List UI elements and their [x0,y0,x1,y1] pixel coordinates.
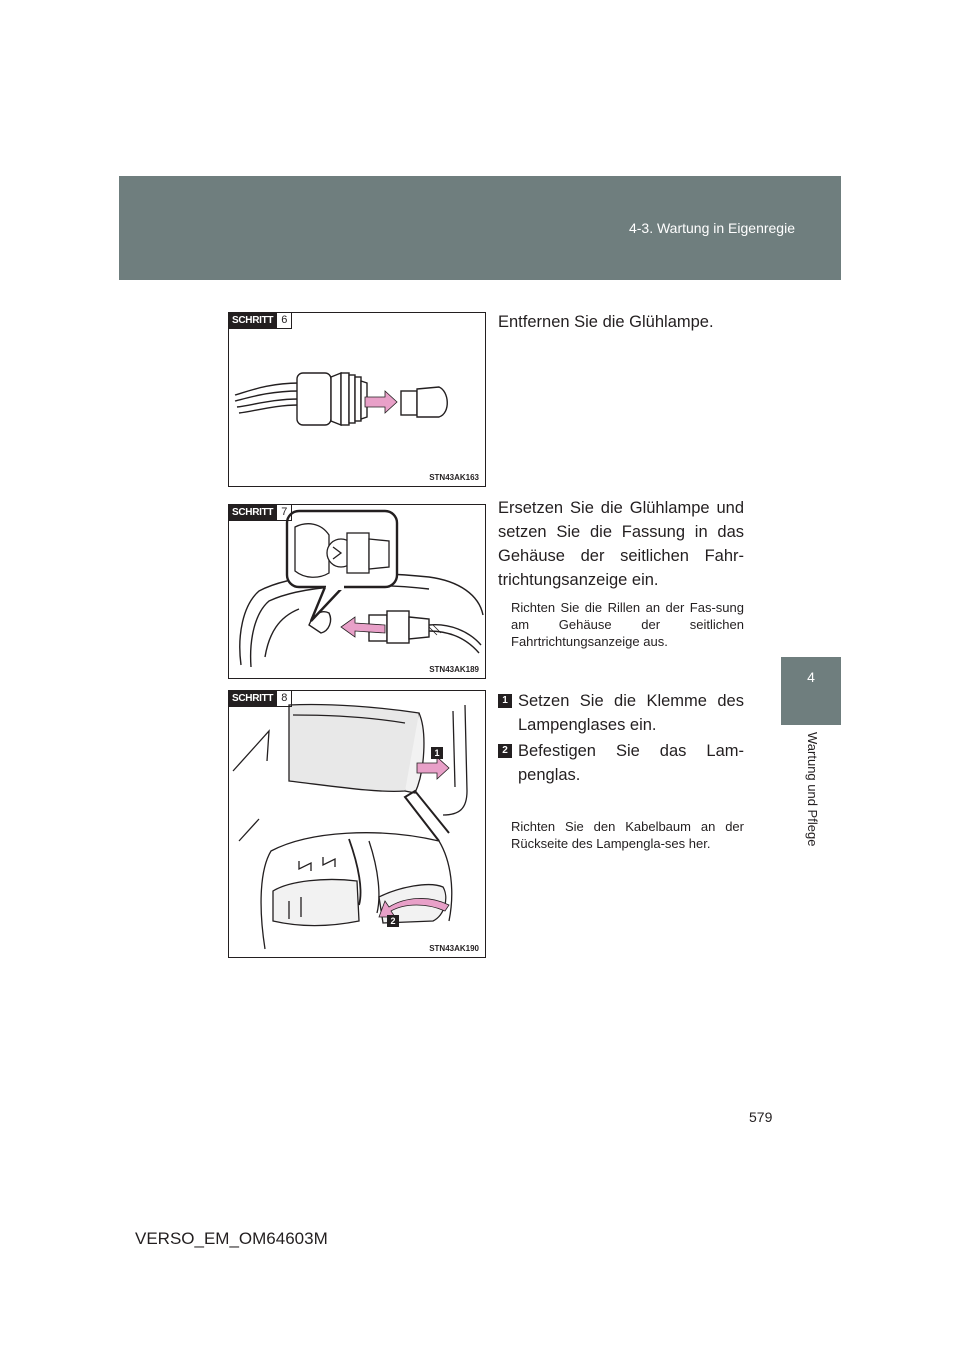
bulb-removal-illustration [234,371,448,427]
figure-code: STN43AK163 [429,473,479,482]
step-8-item-2: 2 Befestigen Sie das Lam-penglas. [498,739,744,787]
clip-arrow [416,756,450,780]
lens-install-illustration [232,703,468,950]
callout-2: 2 [387,915,399,927]
chapter-number: 4 [807,669,815,685]
socket-insert-illustration [239,509,484,668]
figure-step-8: SCHRITT 8 1 2 STN43AK190 [228,690,486,958]
chapter-label: Wartung und Pflege [805,732,820,847]
document-code: VERSO_EM_OM64603M [135,1229,328,1248]
chapter-tab[interactable]: 4 [781,657,841,725]
step-8-note: Richten Sie den Kabelbaum an der Rücksei… [511,819,744,851]
step-8-item-1: 1 Setzen Sie die Klemme des Lampenglases… [498,689,744,737]
pull-arrow [364,390,398,414]
step-7-text: Ersetzen Sie die Glühlampe und setzen Si… [498,499,744,589]
header-band: 4-3. Wartung in Eigenregie [119,176,841,280]
step-badge: SCHRITT 8 [229,691,293,707]
step-badge: SCHRITT 7 [229,505,293,521]
figure-step-6: SCHRITT 6 STN43AK163 [228,312,486,487]
callout-1: 1 [431,747,443,759]
insert-arrow [340,616,386,638]
fasten-arrow [378,898,450,918]
step-6-text: Entfernen Sie die Glühlampe. [498,313,714,331]
section-title: 4-3. Wartung in Eigenregie [628,220,795,236]
figure-code: STN43AK189 [429,665,479,674]
item-marker: 1 [498,694,512,708]
item-text: Setzen Sie die Klemme des Lampenglases e… [518,692,744,734]
item-marker: 2 [498,744,512,758]
figure-code: STN43AK190 [429,944,479,953]
step-badge: SCHRITT 6 [229,313,293,329]
page-number: 579 [749,1109,773,1125]
item-text: Befestigen Sie das Lam-penglas. [518,742,744,784]
step-7-note: Richten Sie die Rillen an der Fas-sung a… [511,600,744,649]
figure-step-7: SCHRITT 7 STN43AK189 [228,504,486,679]
